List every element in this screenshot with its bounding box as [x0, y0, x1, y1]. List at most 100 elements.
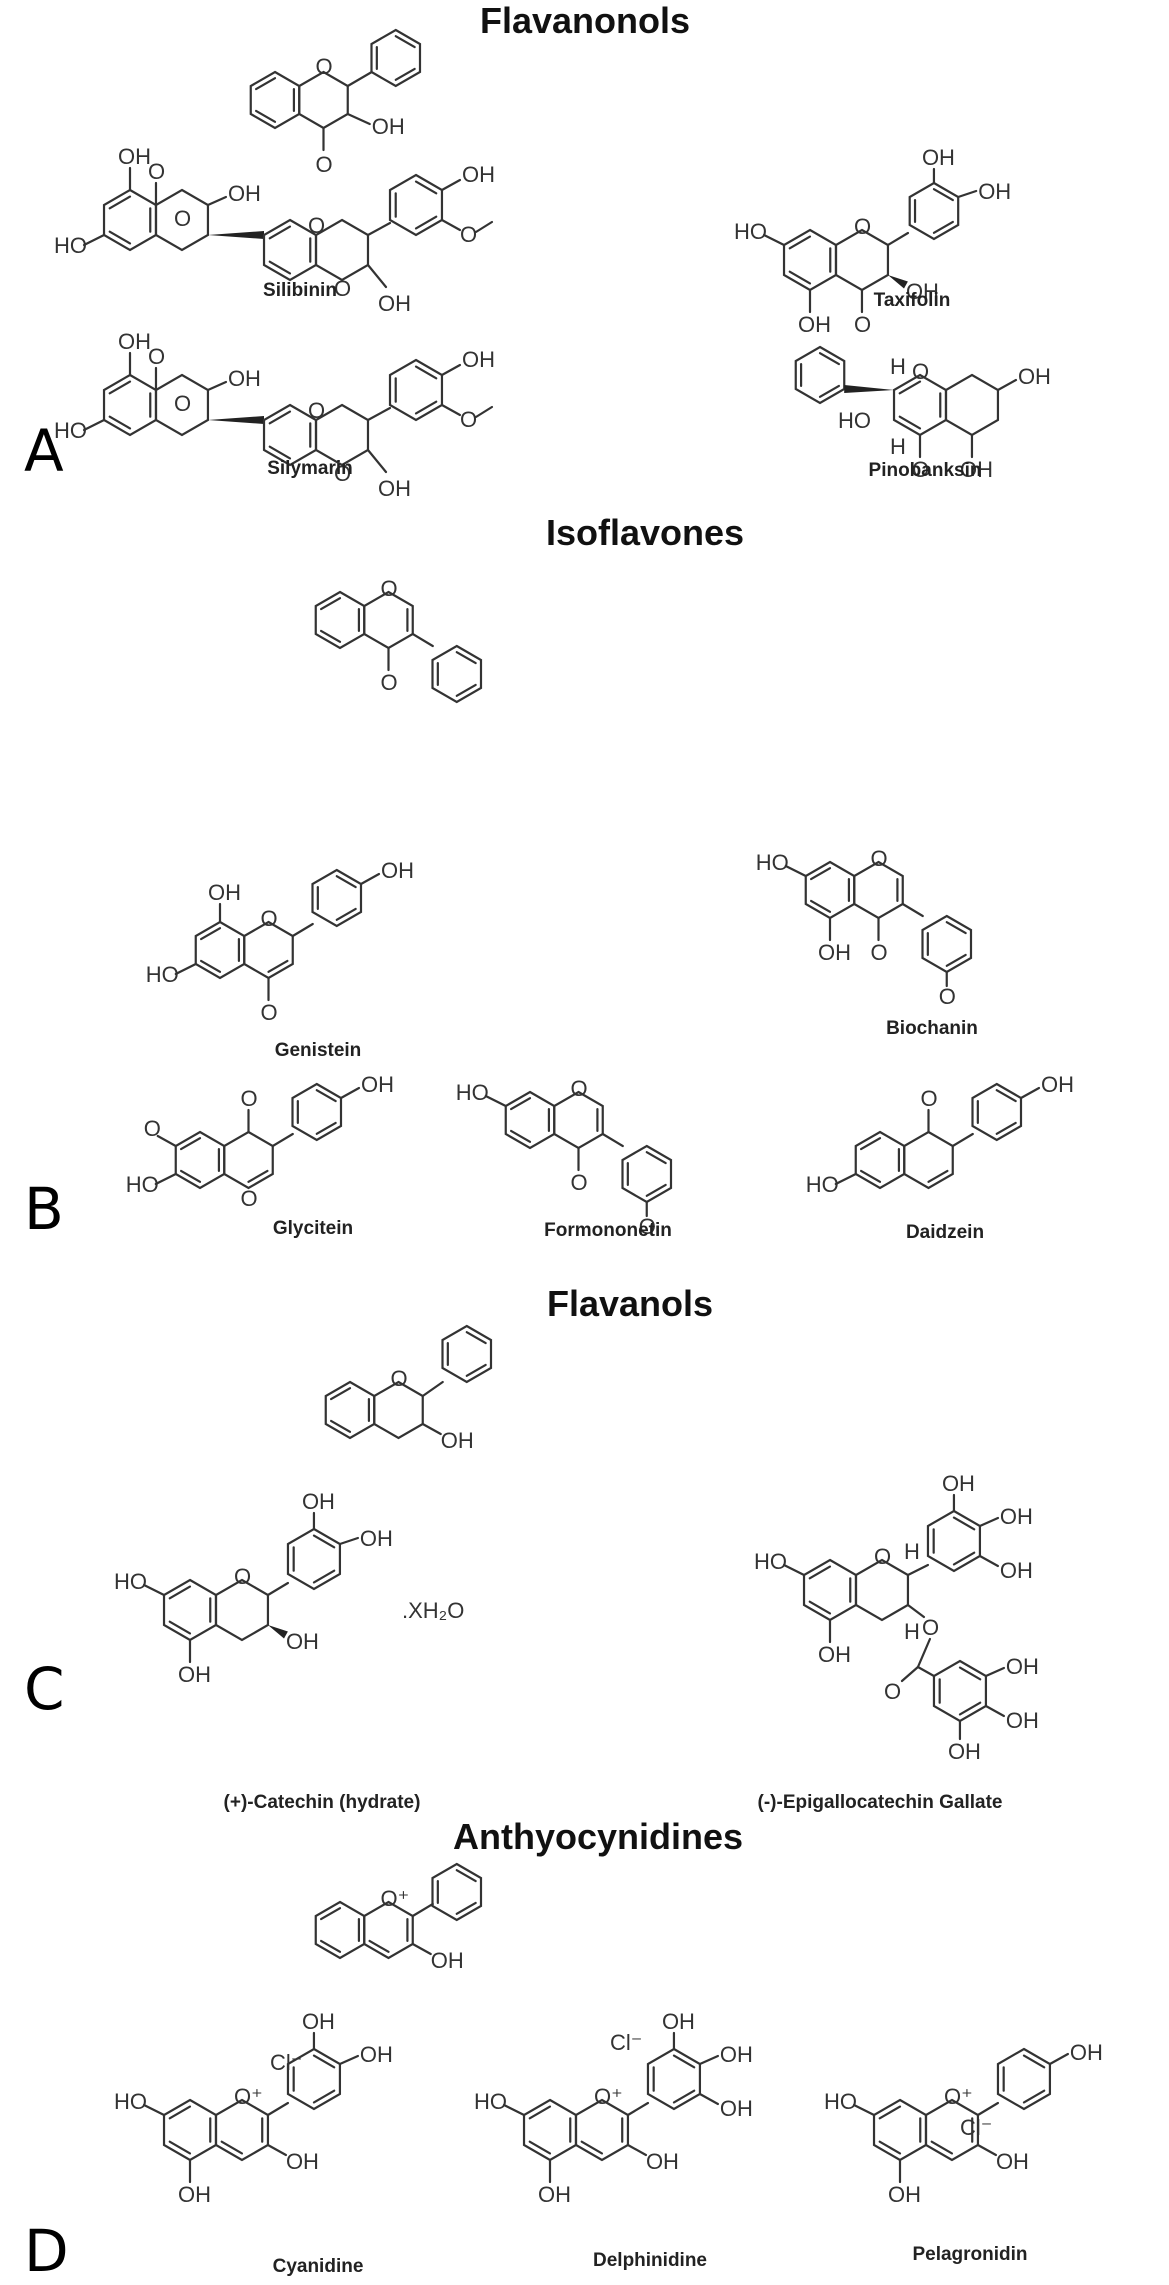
double-bond — [268, 410, 292, 425]
atom-label: O — [854, 214, 871, 239]
double-bond — [465, 1363, 487, 1377]
atom-label: OH — [818, 940, 851, 965]
atom-label: OH — [1006, 1654, 1039, 1679]
double-bond — [580, 2140, 604, 2155]
double-bond — [958, 1701, 982, 1716]
atom-label: O — [260, 906, 277, 931]
bond — [266, 1581, 290, 1597]
atom-label: HO — [824, 2089, 857, 2114]
atom-label: OH — [538, 2182, 571, 2207]
b-ring — [291, 1082, 343, 1142]
atom-label: OH — [1006, 1708, 1039, 1733]
atom-label: HO — [456, 1080, 489, 1105]
bond — [957, 189, 978, 199]
double-bond — [878, 2105, 902, 2120]
atom-label: HO — [756, 850, 789, 875]
atom-label: H — [904, 1619, 920, 1644]
atom-label: HO — [838, 408, 871, 433]
wedge-bond — [267, 1625, 288, 1639]
bond — [82, 418, 106, 432]
double-bond — [645, 1151, 667, 1165]
bond — [762, 233, 786, 247]
double-bond — [1022, 2089, 1046, 2104]
bond — [502, 2103, 526, 2117]
bond — [346, 112, 371, 126]
bond — [411, 632, 434, 648]
b-ring — [971, 1082, 1023, 1142]
bond — [339, 1086, 361, 1100]
bond — [366, 221, 392, 237]
a-ring — [162, 2098, 218, 2162]
double-bond — [254, 77, 277, 91]
atom-label: O — [380, 670, 397, 695]
atom-label: O — [240, 1086, 257, 1111]
double-bond — [329, 1387, 352, 1401]
flavanol-core-structure: OOH — [324, 1324, 493, 1453]
atom-label: O — [234, 1564, 251, 1589]
panel-letter-b: B — [24, 1175, 64, 1243]
atom-label: OH — [361, 1072, 394, 1097]
atom-label: OH — [302, 1489, 335, 1514]
bond — [474, 220, 494, 234]
double-bond — [247, 1169, 269, 1183]
oxonium-label: O⁺ — [594, 2084, 623, 2109]
double-bond — [455, 683, 477, 697]
a-ring — [162, 1578, 218, 1642]
double-bond — [108, 230, 132, 245]
atom-label: HO — [474, 2089, 507, 2114]
chloride-counter-ion-label: Cl⁻ — [610, 2030, 642, 2055]
atom-label: OH — [178, 1662, 211, 1687]
atom-label: OH — [360, 2042, 393, 2067]
compound-label-cyanidine: Cyanidine — [272, 2256, 364, 2277]
atom-label: OH — [118, 144, 151, 169]
anthocyanidin-core-structure: O⁺OH — [314, 1862, 483, 1973]
double-bond — [199, 927, 222, 941]
bond — [984, 1704, 1006, 1718]
double-bond — [319, 629, 342, 643]
double-bond — [108, 195, 132, 210]
bond — [154, 1172, 177, 1186]
atom-label: O — [148, 159, 165, 184]
wedge-bond — [887, 275, 908, 289]
panel-c-heading: Flavanols — [546, 1283, 714, 1324]
atom-label: O — [912, 457, 929, 482]
bond — [698, 2054, 720, 2066]
c-ring — [834, 228, 890, 292]
atom-label: OH — [228, 366, 261, 391]
double-bond — [108, 415, 132, 430]
atom-label: O — [874, 1544, 891, 1569]
double-bond — [995, 1121, 1017, 1135]
atom-label: OH — [646, 2149, 679, 2174]
double-bond — [878, 2140, 902, 2155]
atom-label: O — [334, 276, 351, 301]
c-ring — [214, 1578, 270, 1642]
a-ring — [892, 373, 948, 437]
bond — [906, 1603, 926, 1619]
double-bond — [809, 867, 832, 881]
atom-label: O — [148, 344, 165, 369]
atom-label: H — [904, 1539, 920, 1564]
atom-label: OH — [662, 2009, 695, 2034]
atom-label: OH — [888, 2182, 921, 2207]
double-bond — [168, 1585, 192, 1600]
double-bond — [927, 1169, 949, 1183]
atom-label: O — [854, 312, 871, 337]
b-ring — [431, 644, 483, 704]
compound-label-taxifolin: Taxifolin — [873, 290, 951, 311]
double-bond — [108, 380, 132, 395]
atom-label: OH — [378, 476, 411, 501]
double-bond — [509, 1097, 532, 1111]
bond — [626, 2101, 650, 2117]
atom-label: HO — [126, 1172, 159, 1197]
double-bond — [394, 67, 416, 81]
compound-label-pelagronidin: Pelagronidin — [912, 2244, 1028, 2265]
double-bond — [932, 188, 954, 202]
bond — [421, 1422, 442, 1436]
panel-b-heading: Isoflavones — [545, 512, 745, 553]
bond — [266, 2143, 288, 2157]
atom-label: HO — [114, 1569, 147, 1594]
double-bond — [414, 215, 438, 230]
c-ring — [298, 70, 349, 130]
atom-label: OH — [978, 179, 1011, 204]
